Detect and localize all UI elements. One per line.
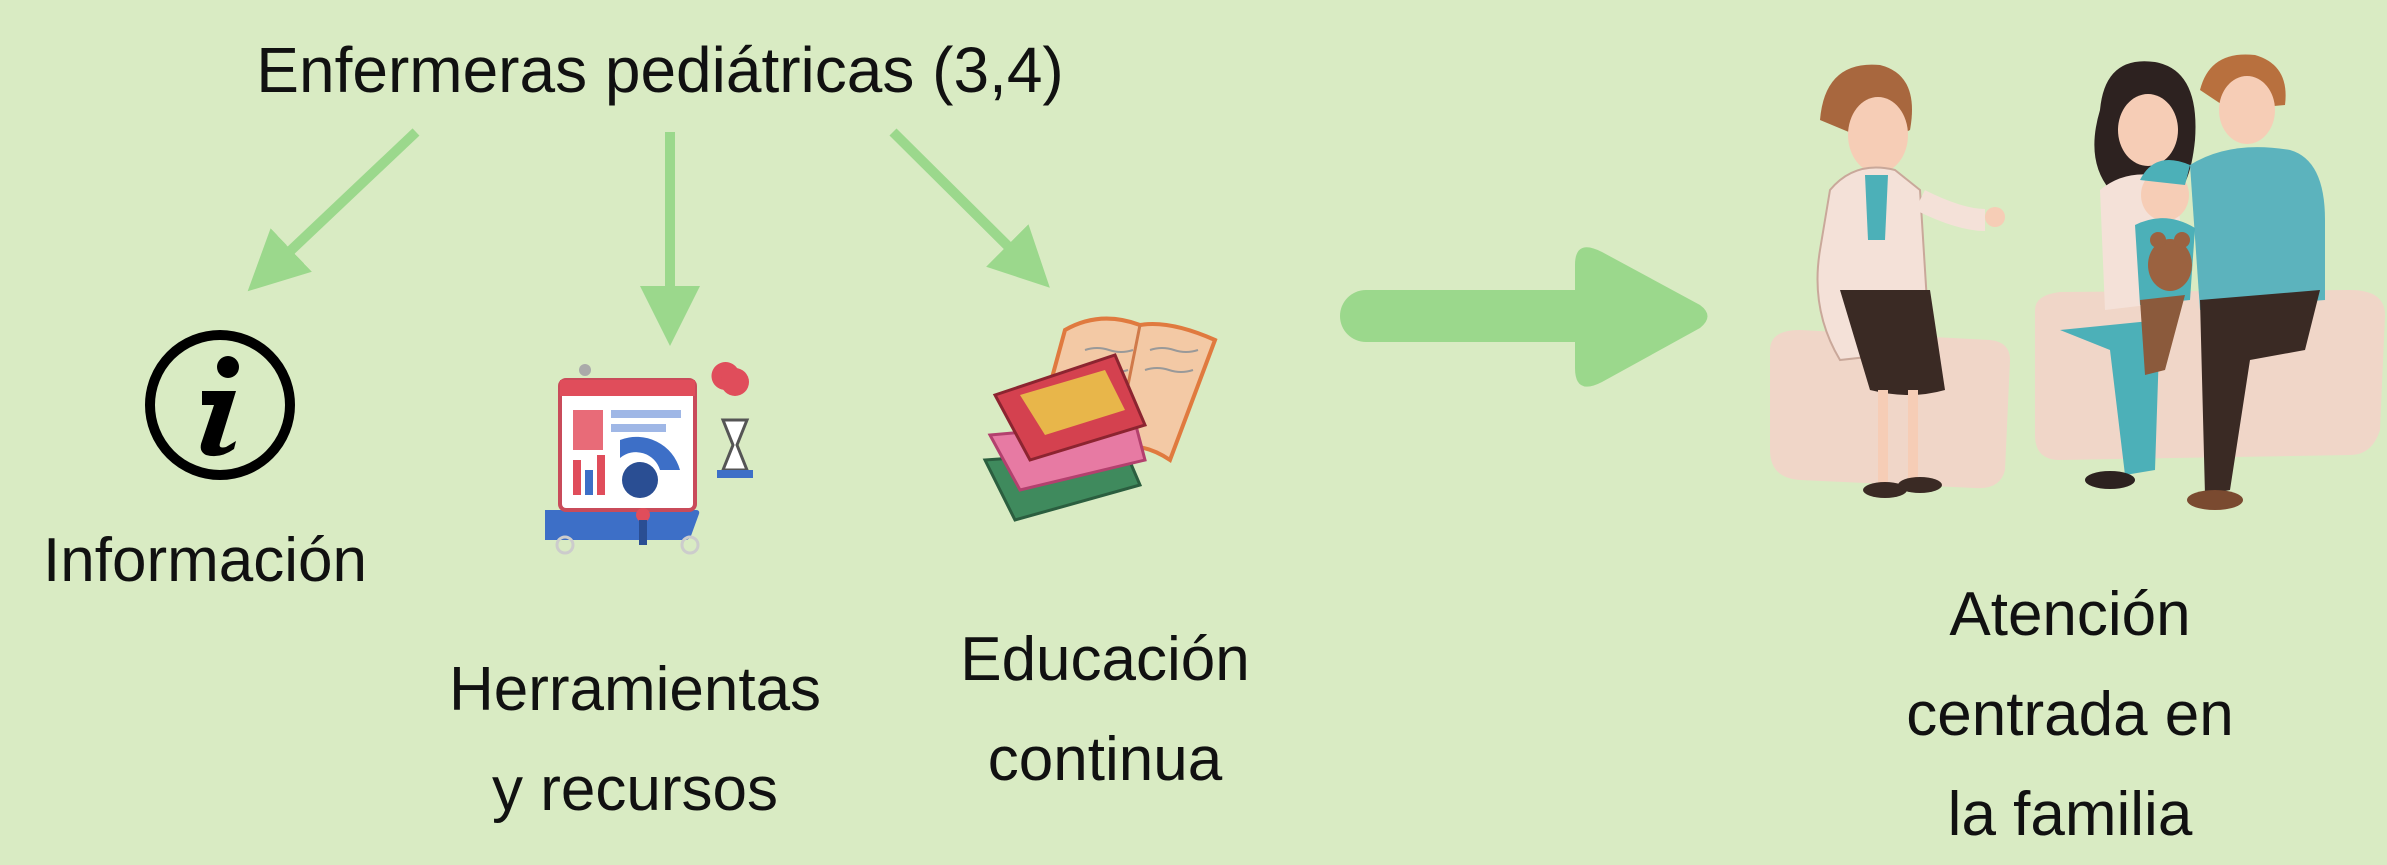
- big-right-arrow: [1340, 247, 1708, 387]
- label-family-line2: centrada en: [1906, 680, 2234, 749]
- digital-tools-illustration: [545, 362, 753, 555]
- label-continuing-education: Educación continua: [920, 610, 1290, 810]
- arrow-to-info: [247, 128, 420, 292]
- label-education-line1: Educación: [960, 625, 1250, 694]
- label-tools-resources: Herramientas y recursos: [420, 640, 850, 840]
- arrow-to-education: [889, 128, 1050, 288]
- info-icon: [145, 330, 295, 480]
- label-family-centered-care: Atención centrada en la familia: [1840, 565, 2300, 865]
- label-tools-line2: y recursos: [492, 755, 778, 824]
- nurse-family-illustration: [1770, 54, 2385, 510]
- arrows-layer: [247, 128, 1708, 387]
- label-education-line2: continua: [987, 725, 1223, 794]
- books-icon: [982, 316, 1218, 522]
- label-family-line3: la familia: [1947, 780, 2193, 849]
- label-information: Información: [43, 526, 367, 595]
- diagram-title: Enfermeras pediátricas (3,4): [256, 34, 1064, 106]
- label-family-line1: Atención: [1949, 580, 2191, 649]
- label-tools-line1: Herramientas: [448, 655, 822, 724]
